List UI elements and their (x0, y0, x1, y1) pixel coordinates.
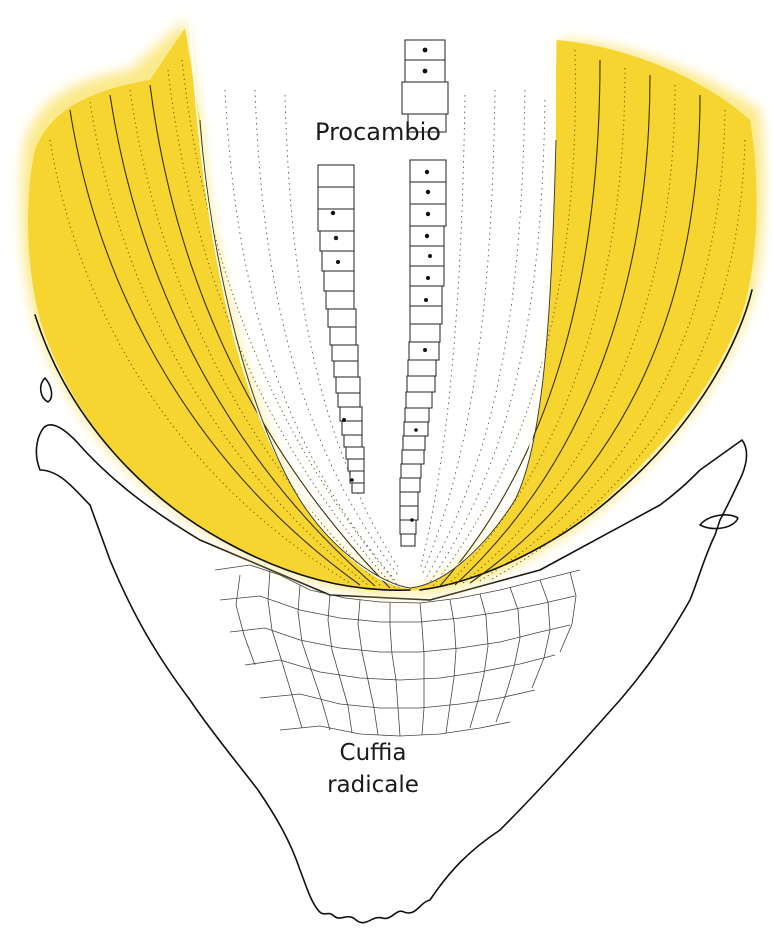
procambium-strand-left (318, 165, 364, 493)
cortex (28, 28, 757, 591)
root-cap-label-line1: Cuffia (340, 740, 407, 766)
cap-edge-detail-left (41, 378, 52, 402)
procambium-label: Procambio (315, 118, 441, 146)
root-cap-label-line2: radicale (327, 772, 419, 798)
procambium-strand-right (400, 40, 448, 546)
root-cap-outline (36, 425, 746, 923)
